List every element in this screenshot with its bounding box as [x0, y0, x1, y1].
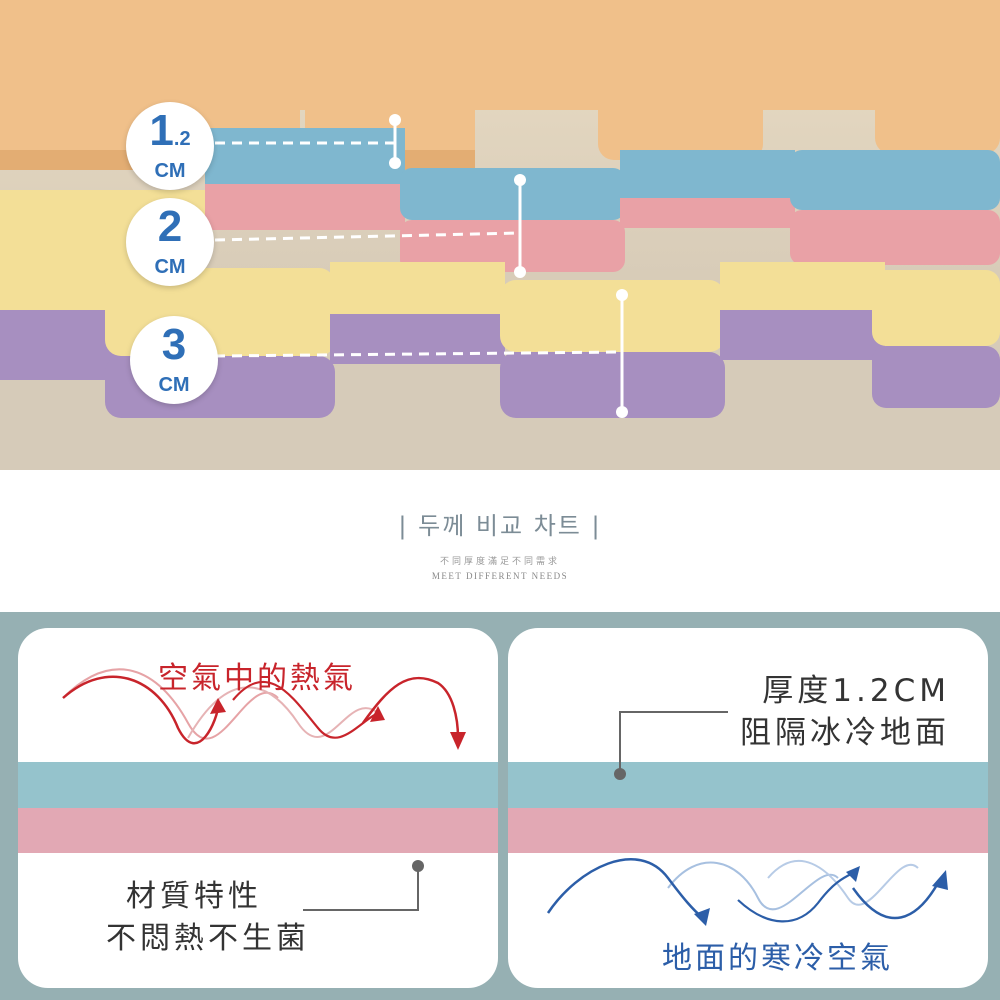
- badge-2cm: 2 CM: [126, 198, 214, 286]
- material-label-line1: 材質特性: [126, 879, 262, 914]
- comparison-header: | 두께 비교 차트 | 不同厚度滿足不同需求 MEET DIFFERENT N…: [0, 470, 1000, 612]
- badge-unit: CM: [158, 374, 190, 396]
- mat-layer-blue: [18, 762, 498, 808]
- mat-layer-blue: [508, 762, 988, 808]
- mat-photo: 1.2 CM 2 CM 3 CM: [0, 0, 1000, 470]
- mat-layer-pink: [508, 808, 988, 853]
- cold-wave-arrows: [546, 711, 948, 926]
- comparison-subtitle-cn: 不同厚度滿足不同需求: [439, 557, 560, 567]
- mat-layer-pink: [18, 808, 498, 853]
- badge-value: 1.2: [149, 106, 191, 155]
- material-label-line2: 不悶熱不生菌: [106, 921, 310, 956]
- heat-wave-arrows: [62, 668, 466, 911]
- comparison-subtitle-en: MEET DIFFERENT NEEDS: [431, 571, 569, 581]
- infographic-section: 空氣中的熱氣 材質特性 不悶熱不生菌 厚度1.2CM 阻隔冰冷地面 地面的寒冷空…: [0, 612, 1000, 1000]
- badge-3cm: 3 CM: [130, 316, 218, 404]
- thickness-label-line2: 阻隔冰冷地面: [740, 715, 950, 751]
- cold-panel: 厚度1.2CM 阻隔冰冷地面 地面的寒冷空氣: [508, 628, 988, 988]
- comparison-title: | 두께 비교 차트 |: [398, 512, 602, 540]
- badge-value: 3: [161, 320, 187, 369]
- heat-label: 空氣中的熱氣: [158, 661, 356, 696]
- badge-value: 2: [157, 202, 183, 251]
- mat-illustration: [0, 0, 1000, 470]
- cold-label: 地面的寒冷空氣: [662, 941, 893, 976]
- heat-panel: 空氣中的熱氣 材質特性 不悶熱不生菌: [18, 628, 498, 988]
- badge-unit: CM: [154, 160, 186, 182]
- badge-1-2cm: 1.2 CM: [126, 102, 214, 190]
- badge-unit: CM: [154, 256, 186, 278]
- thickness-label-line1: 厚度1.2CM: [762, 673, 950, 709]
